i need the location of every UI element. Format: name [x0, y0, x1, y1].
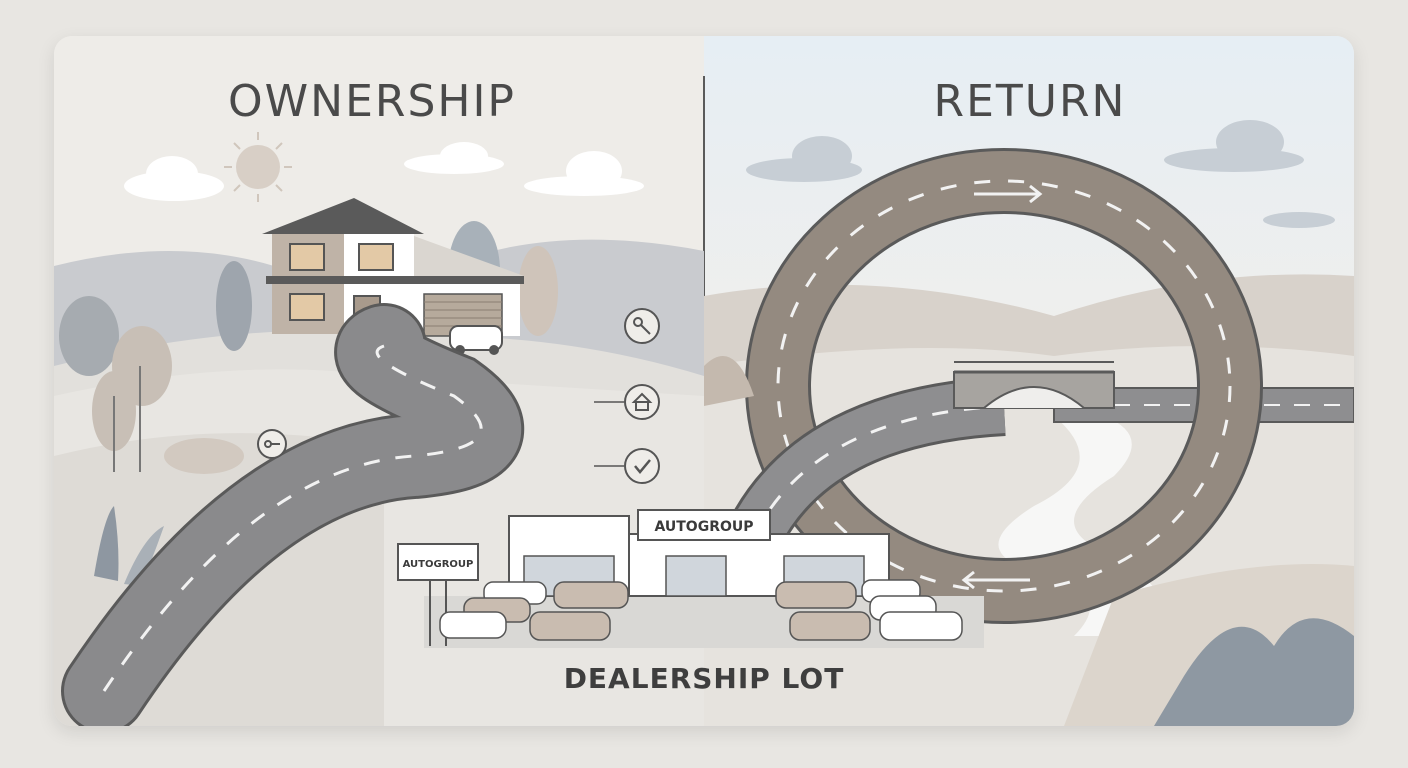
dealership-illustration: AUTOGROUP AUTOGROUP: [397, 509, 984, 648]
house-icon: [624, 384, 660, 420]
dealership-caption: DEALERSHIP LOT: [563, 662, 845, 695]
arrow-right-icon: [974, 184, 1043, 204]
dealership-post-sign-text: AUTOGROUP: [403, 559, 474, 570]
ownership-title: OWNERSHIP: [228, 76, 516, 127]
key-icon: [257, 429, 287, 459]
left-scene: [54, 132, 704, 726]
scene-illustration: AUTOGROUP AUTOGROUP: [54, 36, 1354, 726]
illustration-card: AUTOGROUP AUTOGROUP OWNERSHIP RETURN DEA: [54, 36, 1354, 726]
bushes-right: [1154, 618, 1354, 726]
right-scene: [704, 120, 1354, 726]
sun-icon: [224, 132, 292, 202]
dealership-main-sign-text: AUTOGROUP: [654, 519, 753, 535]
dealership-main-sign: [637, 509, 771, 541]
bridge-illustration: [953, 361, 1115, 409]
clouds-left: [124, 142, 644, 201]
return-title: RETURN: [933, 76, 1127, 127]
clouds-right: [746, 120, 1335, 228]
check-icon: [624, 448, 660, 484]
arrow-left-icon: [961, 570, 1030, 590]
dealership-post-sign: [397, 543, 479, 581]
key-icon: [624, 308, 660, 344]
parked-cars: [439, 579, 963, 641]
